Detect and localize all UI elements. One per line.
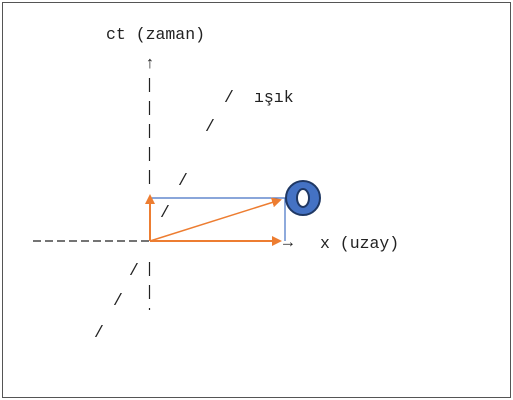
light-line-slash: / [224, 88, 234, 107]
light-line-slash: / [94, 323, 104, 342]
space-axis-label: x (uzay) [320, 234, 399, 253]
space-axis-arrow: → [283, 233, 293, 252]
time-axis-label: ct (zaman) [106, 25, 205, 44]
ring-object-icon [285, 180, 321, 216]
light-line-slash: / [178, 171, 188, 190]
light-line-slash: / [113, 291, 123, 310]
light-line-slash: / [205, 117, 215, 136]
light-line-slash: / [160, 203, 170, 222]
resultant-vector [149, 197, 282, 242]
light-line-slash: / [129, 261, 139, 280]
light-label: ışık [254, 88, 294, 107]
time-axis-arrow: ↑ [145, 54, 155, 73]
